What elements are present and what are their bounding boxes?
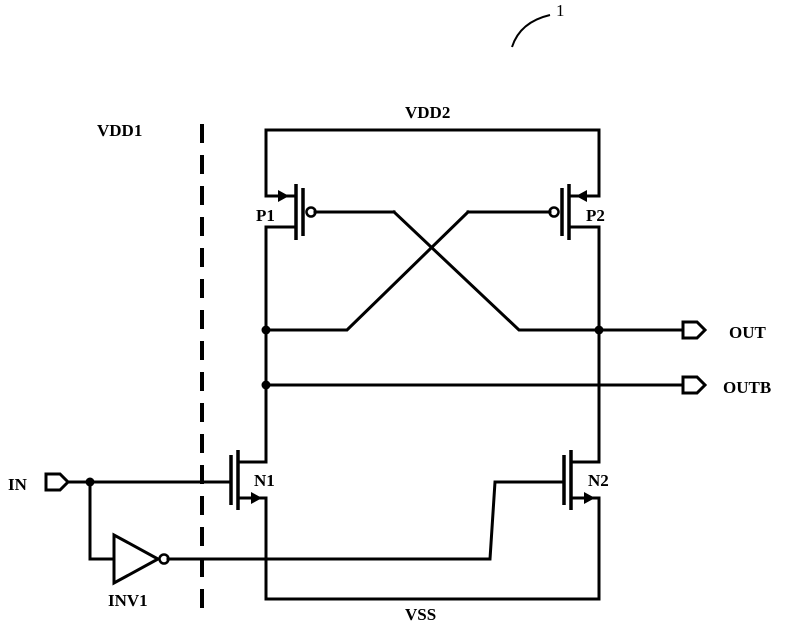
outb-node <box>261 380 271 390</box>
vdd2-rail <box>264 128 601 176</box>
p2-label: P2 <box>586 206 605 225</box>
p1-arrow <box>278 190 289 202</box>
inv-input-wire <box>88 480 116 561</box>
out-port <box>681 320 708 340</box>
n2-label: N2 <box>588 471 609 490</box>
p2-arrow <box>576 190 587 202</box>
cross-wire-p1-gate <box>391 209 601 332</box>
inv1-inverter <box>112 532 170 586</box>
n2-transistor <box>562 450 601 601</box>
n1-label: N1 <box>254 471 275 490</box>
outb-label: OUTB <box>723 378 771 397</box>
vdd2-label: VDD2 <box>405 103 450 122</box>
n2-arrow <box>584 492 595 504</box>
n1-arrow <box>251 492 262 504</box>
cross-wire-p2-gate <box>264 209 471 332</box>
p1-transistor <box>264 172 396 240</box>
left-cross-node <box>261 325 271 335</box>
reference-leader <box>511 14 551 48</box>
out-node <box>594 325 604 335</box>
outb-port <box>681 375 708 395</box>
n1-transistor <box>229 450 268 601</box>
inv-output-wire <box>166 480 566 561</box>
vdd1-label: VDD1 <box>97 121 142 140</box>
inv1-label: INV1 <box>108 591 148 610</box>
in-port <box>44 472 71 492</box>
out-label: OUT <box>729 323 767 342</box>
p2-transistor <box>466 172 601 240</box>
p1-label: P1 <box>256 206 275 225</box>
reference-numeral: 1 <box>556 1 565 20</box>
in-label: IN <box>8 475 28 494</box>
vss-label: VSS <box>405 605 436 624</box>
